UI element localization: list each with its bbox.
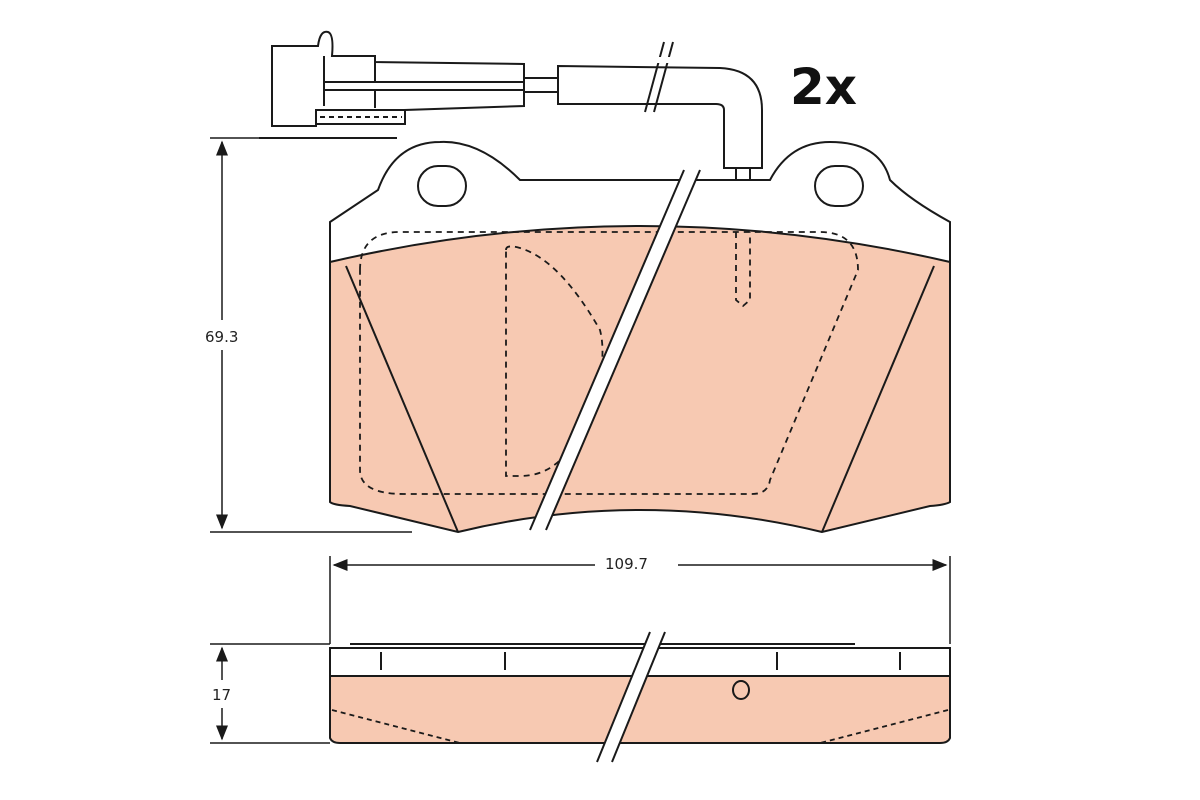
section-break-lines: [529, 169, 701, 531]
wear-sensor-connector: [259, 30, 525, 139]
thickness-dimension: [210, 643, 330, 744]
width-dimension: [329, 556, 951, 644]
width-dimension-label: 109.7: [603, 555, 650, 573]
height-dimension-label: 69.3: [203, 328, 241, 346]
right-mounting-hole: [814, 165, 864, 207]
thickness-dimension-label: 17: [210, 686, 234, 704]
height-dimension: [210, 137, 412, 533]
left-mounting-hole: [417, 165, 467, 207]
side-view: [329, 631, 951, 763]
friction-hidden-lines: [359, 231, 859, 495]
quantity-label: 2x: [790, 58, 858, 116]
friction-material: [329, 225, 951, 534]
friction-chamfers: [345, 265, 935, 533]
